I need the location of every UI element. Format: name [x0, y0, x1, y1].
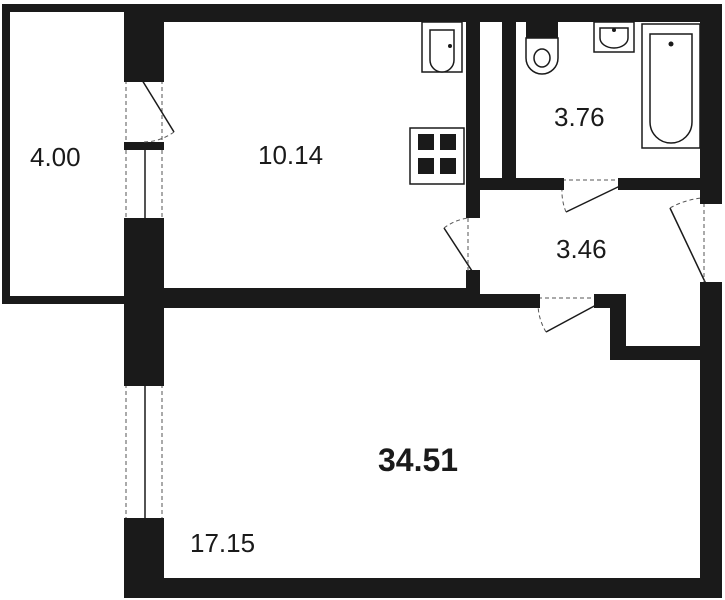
bathtub-icon	[641, 23, 701, 149]
living-room-area: 17.15	[190, 528, 256, 558]
kitchen-door	[443, 217, 475, 275]
entrance-door	[669, 196, 722, 290]
bathroom-door	[556, 178, 626, 213]
outer-walls	[124, 4, 722, 598]
bathroom-sink-icon	[593, 21, 635, 53]
toilet-icon	[525, 20, 559, 75]
balcony-area: 4.00	[30, 142, 81, 172]
interior-walls	[164, 18, 702, 360]
kitchen-area: 10.14	[258, 140, 324, 170]
living-room-door	[532, 294, 602, 333]
hallway-area: 3.46	[556, 234, 607, 264]
stove-icon	[409, 127, 465, 185]
living-room-window	[124, 380, 164, 524]
balcony-outline	[2, 4, 132, 304]
bathroom-area: 3.76	[554, 102, 605, 132]
balcony-door	[124, 76, 175, 226]
total-area: 34.51	[378, 442, 459, 478]
kitchen-sink-icon	[421, 21, 463, 73]
